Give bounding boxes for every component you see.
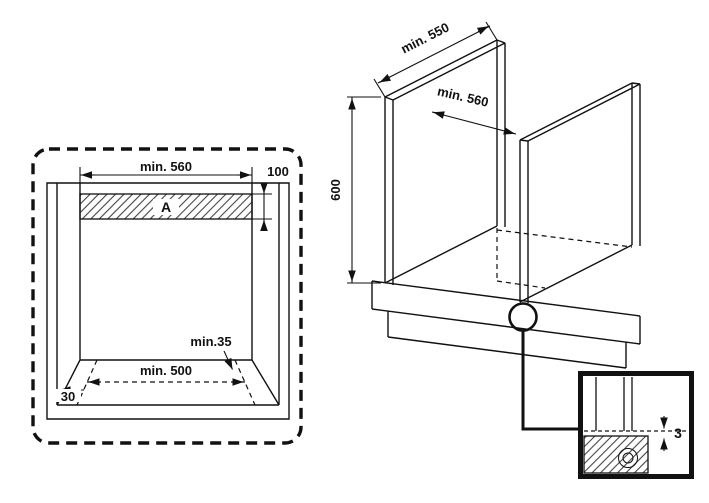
dim-label-clearance: min.35 (190, 334, 231, 349)
arrow (476, 25, 489, 35)
label-backing (56, 389, 81, 402)
iso-dim-arrows (348, 25, 515, 282)
front-hidden-lines (76, 359, 256, 406)
front-view: min. 560 100 A min.35 min. 500 30 (31, 147, 303, 445)
front-dim-lines (79, 167, 272, 229)
front-labels: min. 560 100 A min.35 min. 500 30 (56, 159, 289, 404)
detail-callout-line (521, 331, 580, 431)
label-backing (153, 199, 179, 215)
dim-label-depth: min. 550 (398, 19, 451, 56)
detail-labels: 3 (674, 425, 682, 441)
dim-label-plinth-depth: 30 (61, 389, 75, 404)
iso-hidden-edges (496, 228, 633, 289)
arrow (503, 127, 515, 135)
dim-label-width: min. 560 (436, 83, 490, 109)
dim-label-base-width: min. 500 (140, 363, 192, 378)
iso-dim-lines (347, 21, 517, 284)
detail-view: 3 (578, 371, 694, 479)
detail-panel-lines (595, 377, 633, 431)
dim-label-vent-height: 100 (267, 164, 289, 179)
iso-cabinet-edges (371, 39, 641, 369)
dim-label-gap: 3 (674, 425, 682, 441)
iso-view: min. 550 min. 560 600 (328, 19, 641, 431)
vent-area-label: A (161, 199, 171, 215)
wood-grain (622, 452, 634, 464)
dim-label-height: 600 (328, 179, 343, 201)
arrow (379, 73, 392, 83)
detail-wood-section (583, 435, 649, 474)
arrow (223, 350, 233, 370)
wood-grain (618, 448, 638, 468)
arrow (433, 111, 445, 119)
detail-callout-circle (508, 302, 538, 332)
dim-label-niche-width: min. 560 (140, 159, 192, 174)
front-cabinet-outline (46, 182, 290, 420)
front-dashed-border (31, 147, 303, 445)
